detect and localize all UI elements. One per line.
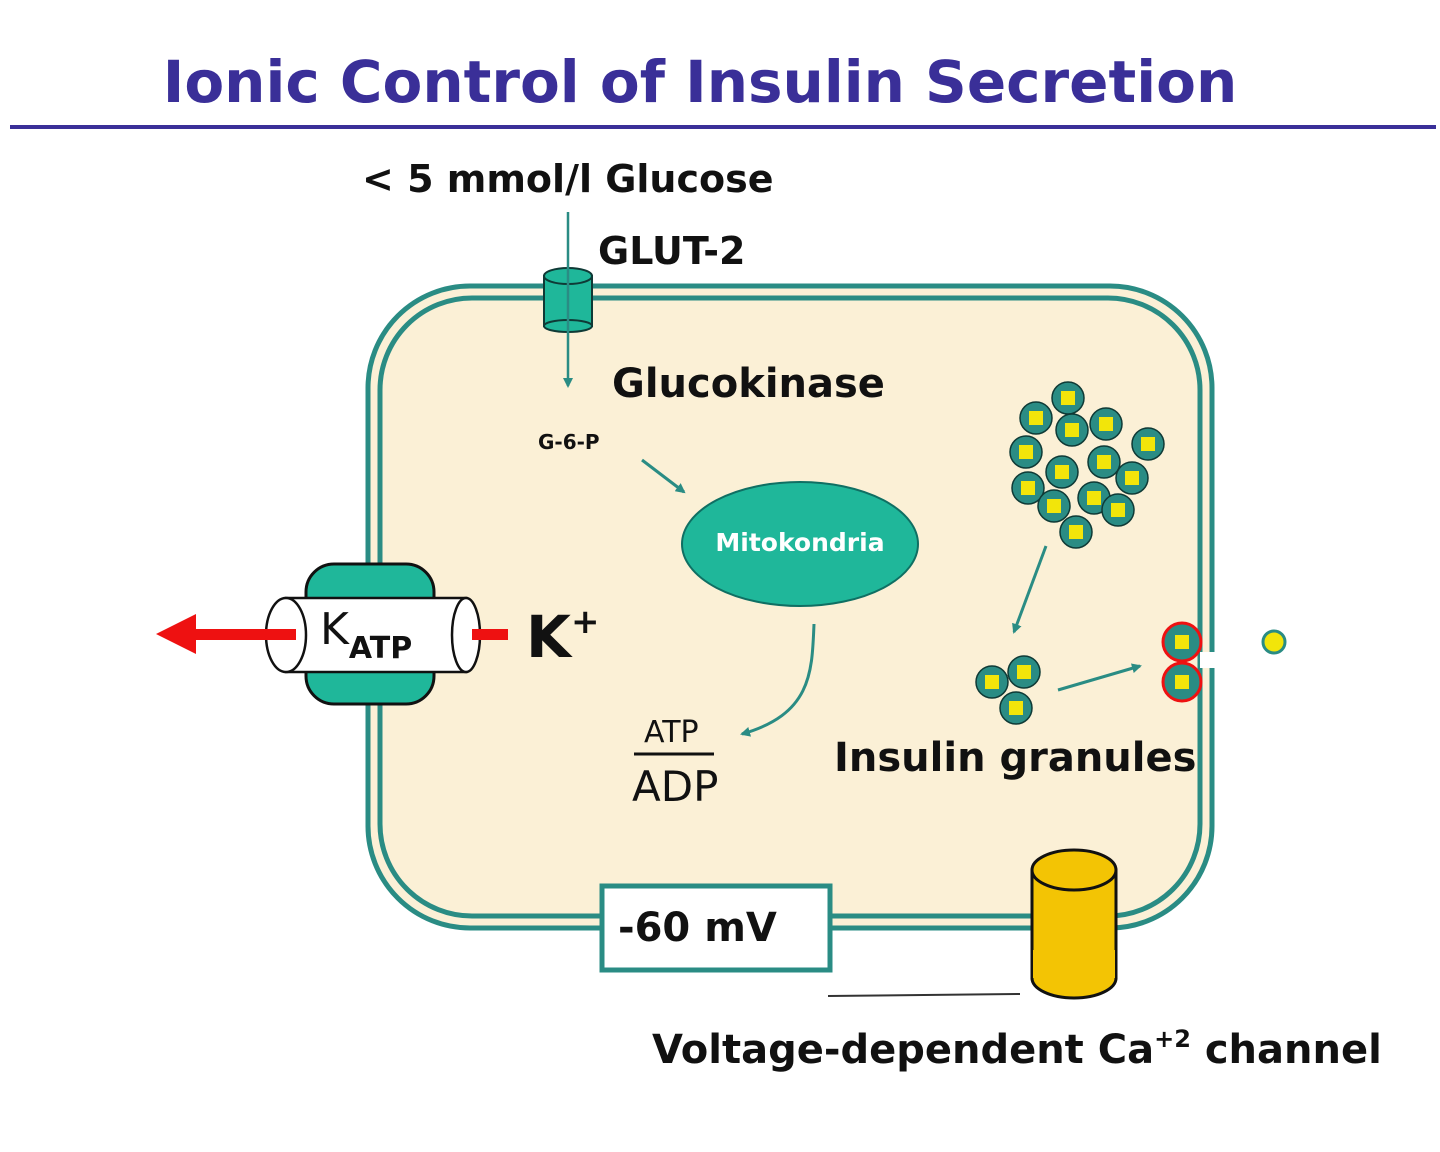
membrane-potential-box [599,883,833,973]
insulin-granules-label: Insulin granules [834,735,1197,781]
glut2-transporter [543,267,593,333]
mitochondria-to-atp-arrow [740,623,816,737]
katp-subscript: ATP [348,631,413,666]
slide-title: Ionic Control of Insulin Secretion [162,48,1238,116]
granules-to-membrane-arrow [1057,663,1142,692]
glucokinase-label: Glucokinase [612,361,885,407]
katp-channel [264,562,482,706]
glucose-concentration-label: < 5 mmol/l Glucose [362,157,774,201]
glut2-label: GLUT-2 [598,229,746,273]
calcium-channel-label: Voltage-dependent Ca+2 channel [652,1027,1382,1073]
katp-label: KATP [320,608,412,664]
katp-main-text: K [320,604,349,655]
exocytosing-granules [1161,621,1218,703]
potassium-efflux-arrow [156,614,508,654]
potassium-symbol: K [526,603,571,671]
ca-channel-prefix: Voltage-dependent Ca [652,1027,1155,1073]
adp-label: ADP [632,762,719,811]
title-underline [10,125,1436,129]
ca-channel-suffix: channel [1190,1027,1382,1073]
mitochondria [681,481,919,607]
calcium-channel-pointer-line [827,993,1021,997]
atp-label: ATP [644,715,699,750]
released-insulin-granule [1261,629,1287,655]
membrane-potential-label: -60 mV [618,905,777,951]
g6p-to-mitochondria-arrow [641,458,686,494]
potassium-ion-label: K+ [526,605,599,666]
calcium-channel [1030,848,1118,1000]
ca-channel-charge: +2 [1154,1025,1191,1053]
mitochondria-label: Mitokondria [715,528,885,557]
g6p-label: G-6-P [538,430,600,454]
potassium-charge: + [570,602,600,642]
cluster-to-granules-arrow [1012,545,1048,634]
